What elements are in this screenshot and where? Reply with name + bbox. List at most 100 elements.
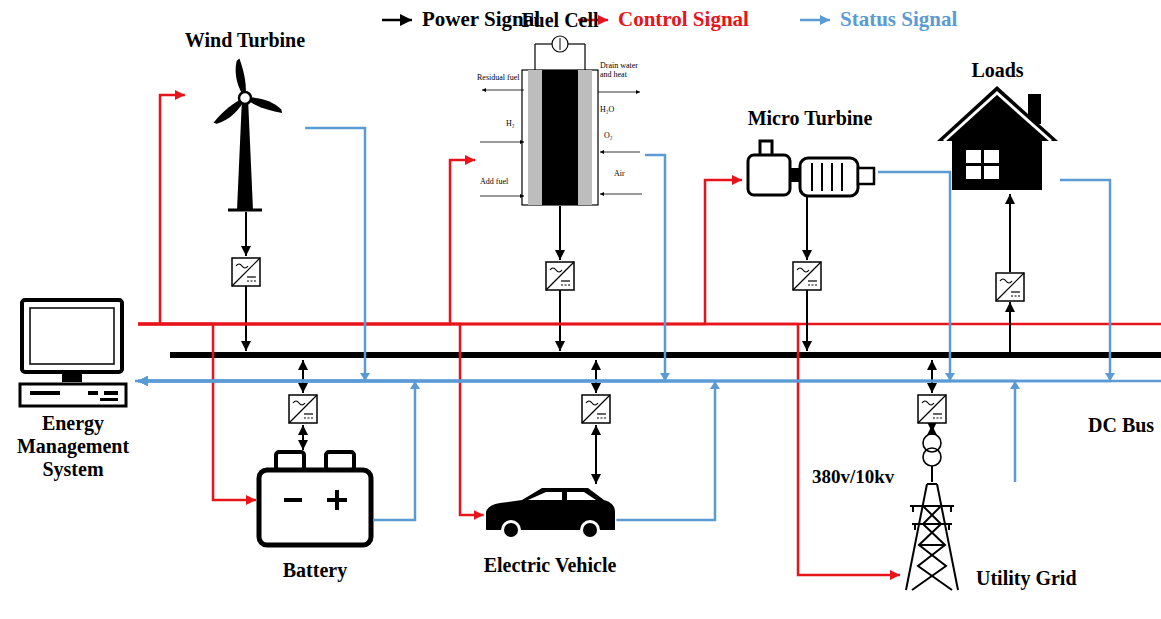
flow-label: H₂ xyxy=(506,120,515,129)
status-signal xyxy=(138,128,365,381)
transmission-tower-icon xyxy=(919,544,945,546)
status-signal xyxy=(138,381,415,520)
power-wires xyxy=(1009,194,1011,272)
converter-symbol xyxy=(582,395,610,423)
computer-icon xyxy=(62,372,82,382)
component-label: Electric Vehicle xyxy=(484,554,617,577)
legend-label: Status Signal xyxy=(840,7,957,31)
wind-turbine-icon xyxy=(237,98,253,210)
battery-icon xyxy=(276,452,304,470)
flow-label: Add fuel xyxy=(480,178,508,187)
car-icon xyxy=(504,523,518,537)
micro-turbine-icon xyxy=(858,168,874,184)
component-node: Wind Turbine xyxy=(185,29,305,212)
transmission-tower-icon xyxy=(912,506,914,512)
component-label: Energy Management System xyxy=(8,412,138,481)
legend-arrows xyxy=(382,19,412,22)
power-wires xyxy=(806,197,808,260)
power-wires xyxy=(559,290,561,351)
annotation-label: DC Bus xyxy=(1088,414,1154,437)
fuel-cell-icon xyxy=(534,44,535,70)
micro-turbine-icon xyxy=(800,158,858,196)
power-wires xyxy=(595,360,597,393)
power-wires xyxy=(245,286,247,351)
flow-label: H₂O xyxy=(600,106,614,115)
flow-label: Air xyxy=(614,170,625,179)
component-node: Energy Management System xyxy=(8,298,138,481)
car-icon xyxy=(583,523,597,537)
fuel-cell-icon xyxy=(522,70,598,205)
transformer-symbol xyxy=(923,434,941,466)
converter-symbol xyxy=(996,273,1024,301)
transmission-tower-icon xyxy=(948,524,950,530)
house-icon xyxy=(937,86,1058,190)
battery-icon xyxy=(335,490,339,510)
house-icon xyxy=(966,166,981,179)
car-icon xyxy=(501,520,521,540)
fuel-cell-icon xyxy=(535,43,552,44)
component-label: Utility Grid xyxy=(976,567,1077,590)
power-wires xyxy=(595,425,597,484)
battery-icon xyxy=(326,452,354,470)
fuel-cell-icon xyxy=(480,36,642,205)
transmission-tower-icon xyxy=(906,484,927,590)
wind-turbine-icon xyxy=(212,58,284,127)
house-icon xyxy=(966,150,981,163)
computer-icon xyxy=(20,384,126,406)
power-wires xyxy=(931,425,933,432)
flow-label: Drain water and heat xyxy=(600,62,642,80)
micro-turbine-icon xyxy=(812,163,842,191)
transformer-symbol xyxy=(923,448,941,466)
micro-turbine-icon xyxy=(811,163,813,191)
control-signal xyxy=(138,95,185,324)
component-node: Micro Turbine xyxy=(742,107,878,198)
control-signal xyxy=(138,324,484,515)
icon-area xyxy=(935,84,1060,192)
house-icon xyxy=(984,150,999,163)
power-wires xyxy=(806,290,808,351)
component-node: Electric Vehicle xyxy=(484,486,617,577)
transmission-tower-icon xyxy=(912,523,952,525)
icon-area xyxy=(742,138,878,198)
component-label: Micro Turbine xyxy=(748,107,873,130)
fuel-cell-icon xyxy=(480,90,642,196)
fuel-cell-icon xyxy=(584,44,585,70)
icon-area xyxy=(205,58,285,212)
converter-symbol xyxy=(546,262,574,290)
legend-label: Power Signal xyxy=(422,7,540,31)
fuel-cell-icon xyxy=(568,43,585,44)
status-signal xyxy=(138,172,950,381)
computer-icon xyxy=(30,308,114,364)
control-signal xyxy=(138,160,475,324)
wind-turbine-icon xyxy=(239,92,251,104)
micro-turbine-icon xyxy=(831,163,833,191)
power-wires xyxy=(246,194,1010,484)
car-icon xyxy=(567,492,596,500)
battery-icon xyxy=(259,452,371,545)
fuel-cell-icon xyxy=(598,92,640,93)
fuel-cell-icon xyxy=(528,70,542,205)
status-signal xyxy=(138,155,665,381)
transmission-tower-icon xyxy=(910,505,954,507)
micro-turbine-icon xyxy=(821,163,823,191)
status-signal xyxy=(138,180,1110,381)
component-node: Battery xyxy=(256,448,374,582)
computer-icon xyxy=(88,391,98,395)
fuel-cell-icon xyxy=(542,70,578,205)
bus-lines xyxy=(135,324,1161,381)
icon-area xyxy=(484,486,616,540)
icon-area xyxy=(18,298,128,408)
power-wires xyxy=(559,206,561,260)
icon-area xyxy=(256,448,374,547)
transmission-tower-icon xyxy=(950,506,952,512)
power-wires xyxy=(931,360,933,393)
control-signal xyxy=(138,180,742,324)
house-icon xyxy=(944,93,1051,141)
power-wires xyxy=(1009,302,1011,352)
transmission-tower-icon xyxy=(914,524,916,530)
house-icon xyxy=(937,86,1058,141)
power-wires xyxy=(931,466,933,482)
power-wires xyxy=(245,212,247,256)
